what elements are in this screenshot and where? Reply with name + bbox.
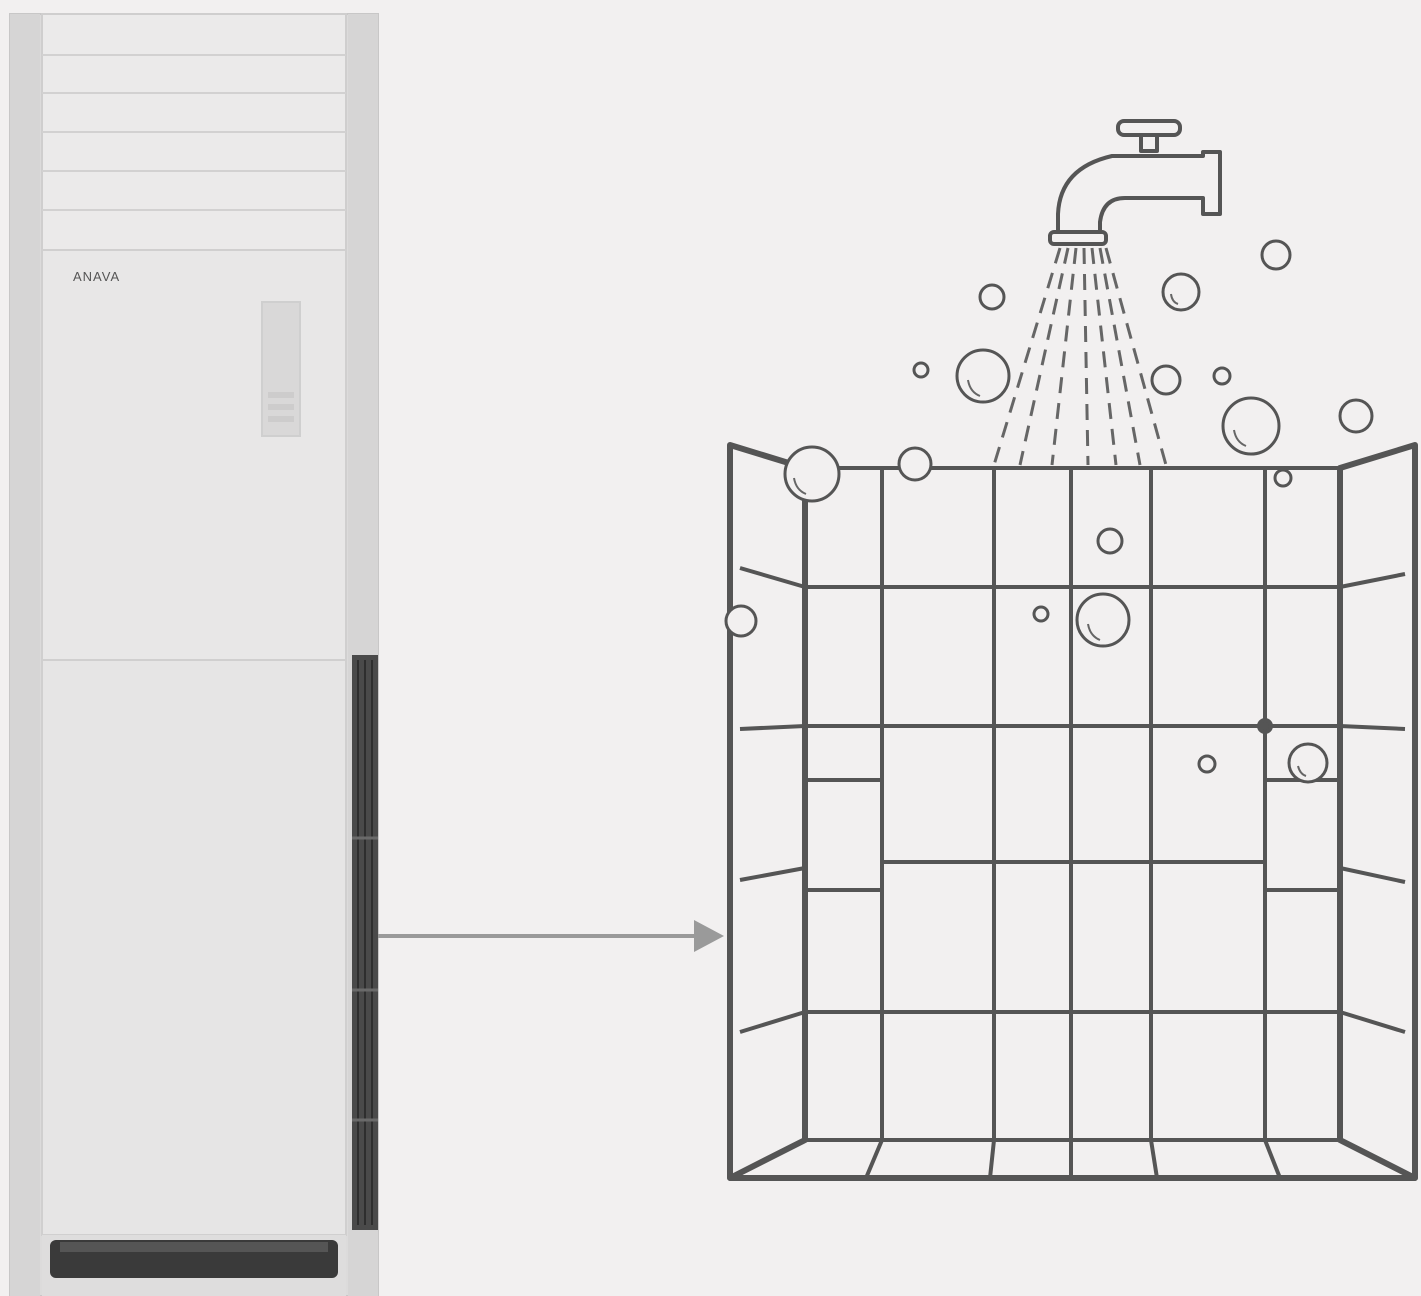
bubble xyxy=(1152,366,1180,394)
bubble xyxy=(785,447,839,501)
ac-brand-logo: ANAVA xyxy=(73,269,120,284)
flow-arrow xyxy=(378,920,724,952)
bubble xyxy=(726,606,756,636)
soap-bubbles xyxy=(726,241,1372,782)
bubble xyxy=(980,285,1004,309)
water-spray xyxy=(994,248,1166,465)
bubble xyxy=(899,448,931,480)
bubble xyxy=(1223,398,1279,454)
tiled-shower-enclosure xyxy=(730,445,1415,1178)
ac-lower-panel xyxy=(42,660,346,1235)
left-wall-frame xyxy=(730,445,805,1178)
faucet-icon xyxy=(1050,121,1220,244)
arrow-head xyxy=(694,920,724,952)
bubble xyxy=(1077,594,1129,646)
bubble xyxy=(1275,470,1291,486)
bubble-highlights xyxy=(794,294,1306,776)
bubble xyxy=(1034,607,1048,621)
bubble xyxy=(1340,400,1372,432)
bubble xyxy=(1214,368,1230,384)
bubble xyxy=(914,363,928,377)
bubble xyxy=(957,350,1009,402)
bubble xyxy=(1098,529,1122,553)
ac-display-panel xyxy=(262,302,300,436)
bubble xyxy=(1262,241,1290,269)
right-wall-frame xyxy=(1340,445,1415,1178)
bubble xyxy=(1199,756,1215,772)
bubble xyxy=(1289,744,1327,782)
air-conditioner-unit: ANAVA xyxy=(10,14,378,1296)
bubble xyxy=(1163,274,1199,310)
ac-left-pillar xyxy=(10,14,40,1296)
